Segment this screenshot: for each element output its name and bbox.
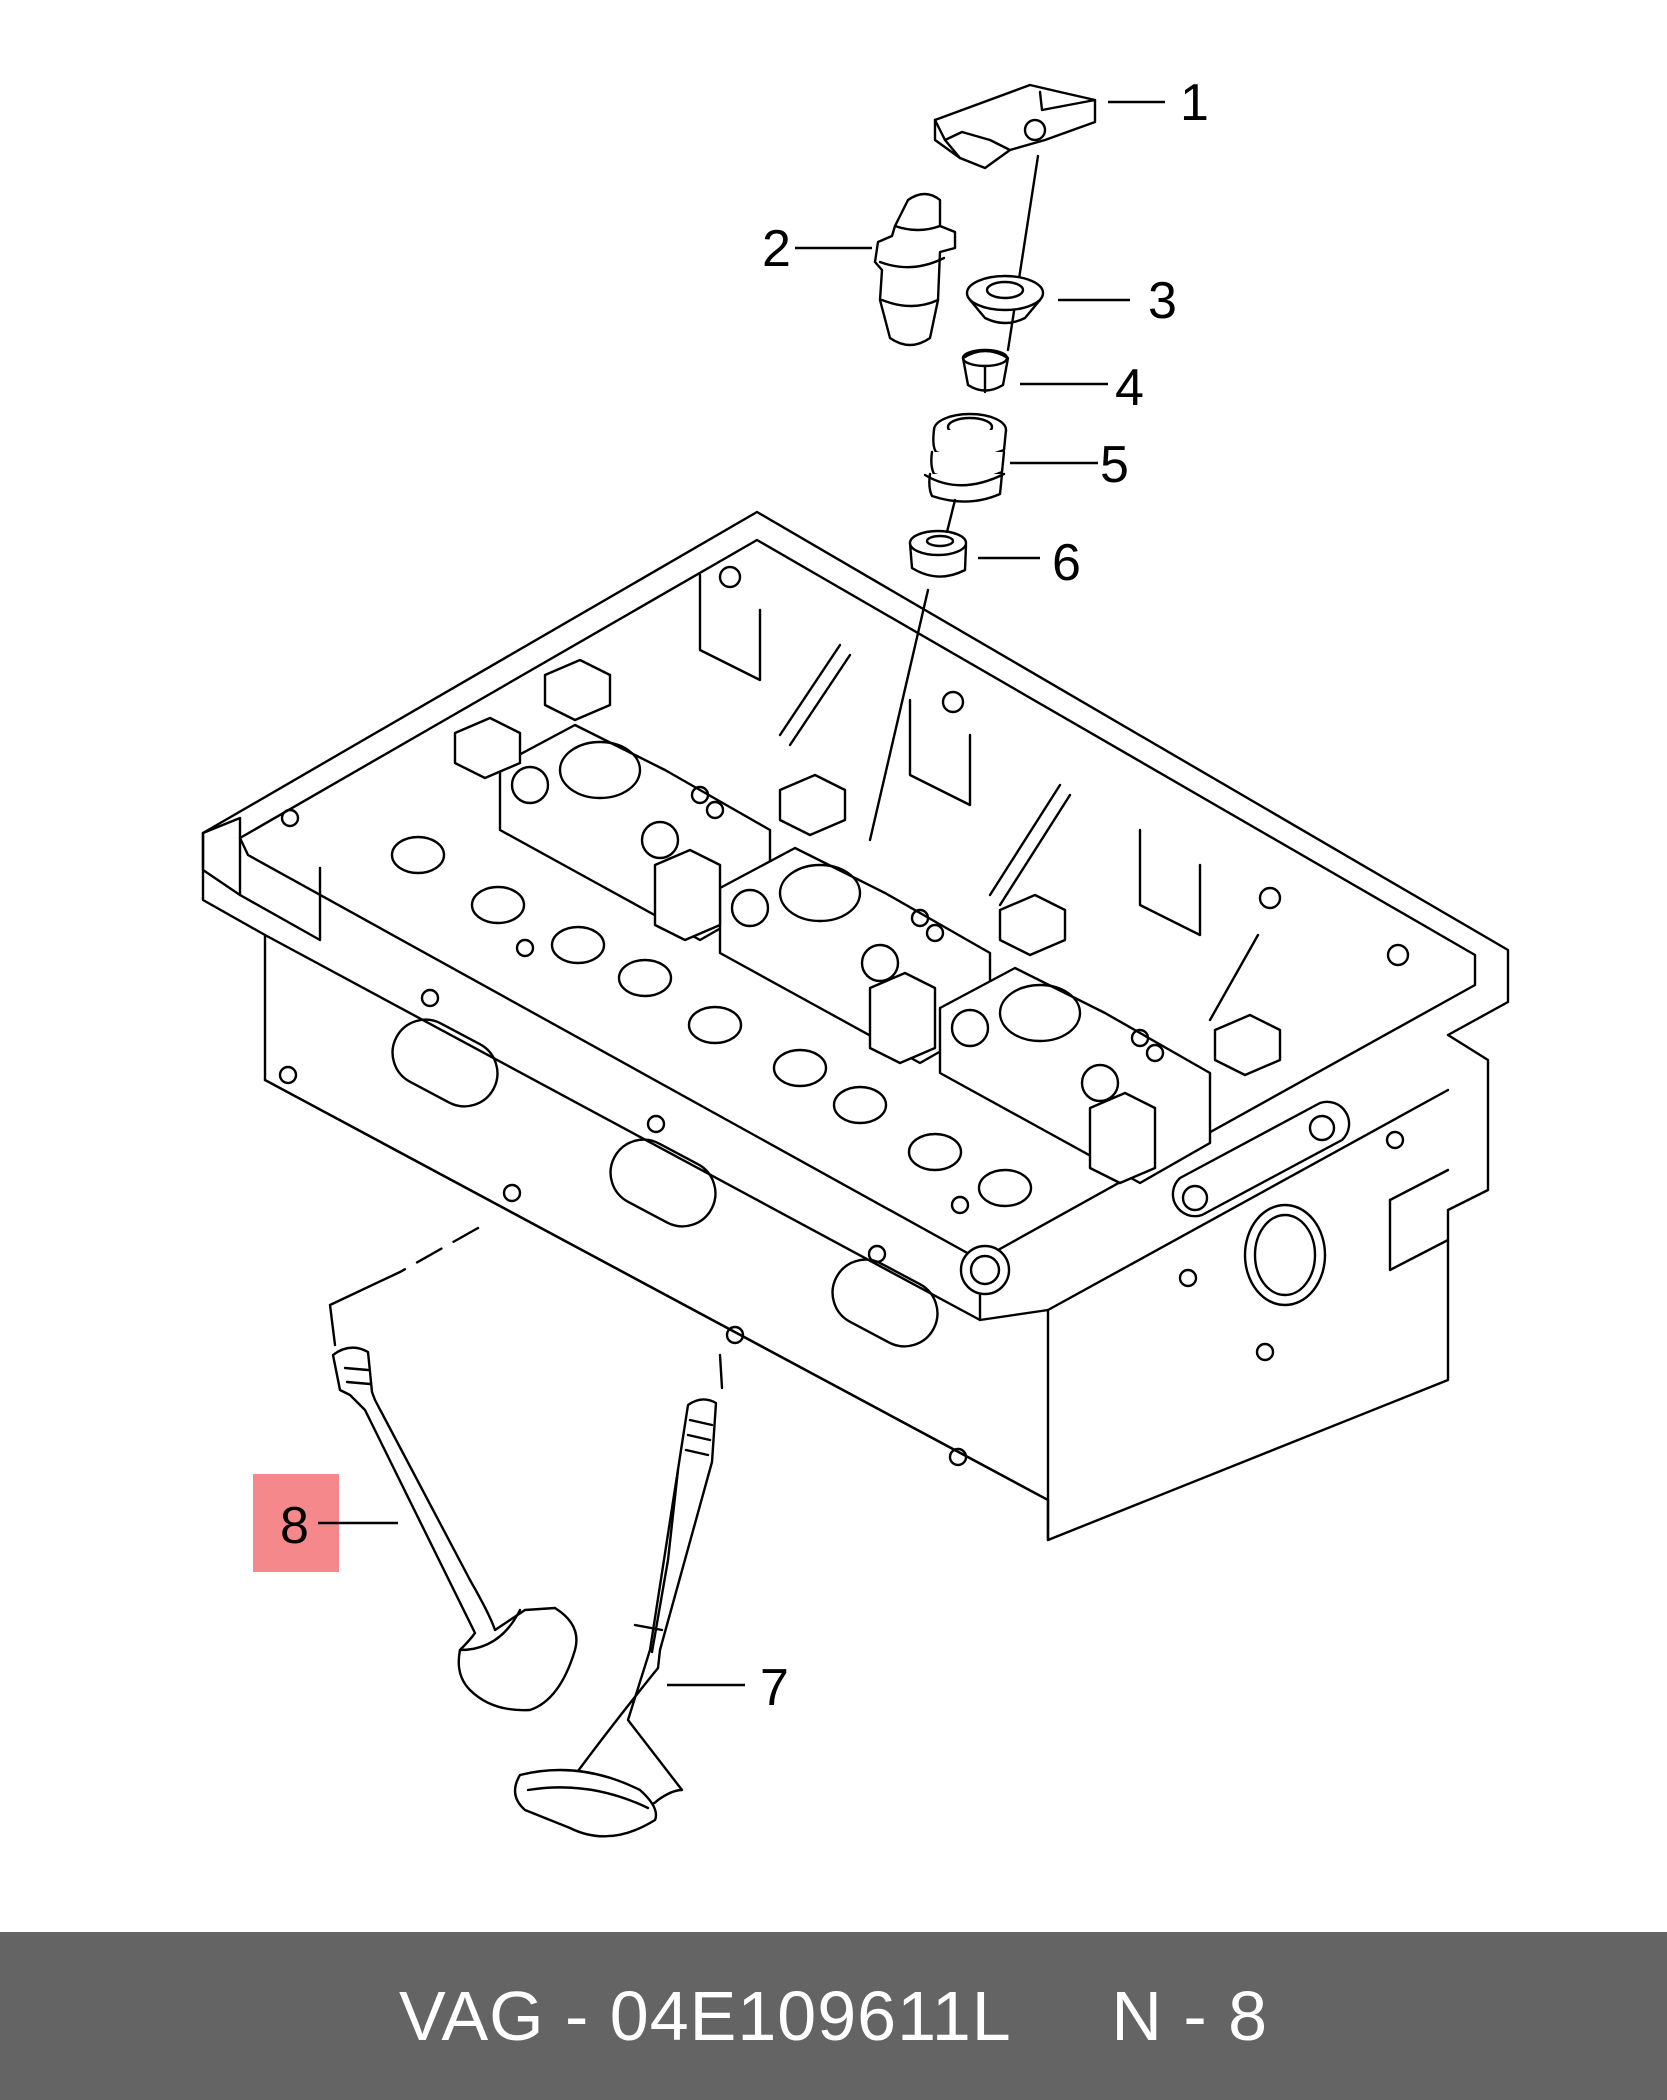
cylinder-head <box>201 510 1510 1542</box>
callout-5: 5 <box>1100 436 1129 494</box>
part-8-intake-valve <box>328 1226 578 1712</box>
callout-7: 7 <box>760 1659 789 1717</box>
part-3-spring-retainer <box>965 274 1045 325</box>
callout-2: 2 <box>762 220 791 278</box>
callout-6: 6 <box>1052 534 1081 592</box>
part-7-exhaust-valve <box>513 1353 724 1838</box>
part-number-caption: VAG - 04E109611L N - 8 <box>398 1977 1269 2055</box>
footer-bar: VAG - 04E109611L N - 8 <box>0 1932 1667 2100</box>
part-1-roller-rocker <box>933 83 1097 352</box>
callout-4: 4 <box>1115 359 1144 417</box>
exploded-parts-diagram: 1 2 3 4 5 6 <box>201 74 1510 1838</box>
part-2-lash-adjuster <box>873 192 957 347</box>
callout-8: 8 <box>280 1497 309 1555</box>
part-4-valve-cotters <box>961 348 1010 394</box>
part-5-valve-spring <box>923 412 1008 562</box>
callout-3: 3 <box>1148 272 1177 330</box>
part-6-valve-stem-seal <box>908 529 968 578</box>
callout-1: 1 <box>1180 74 1209 132</box>
